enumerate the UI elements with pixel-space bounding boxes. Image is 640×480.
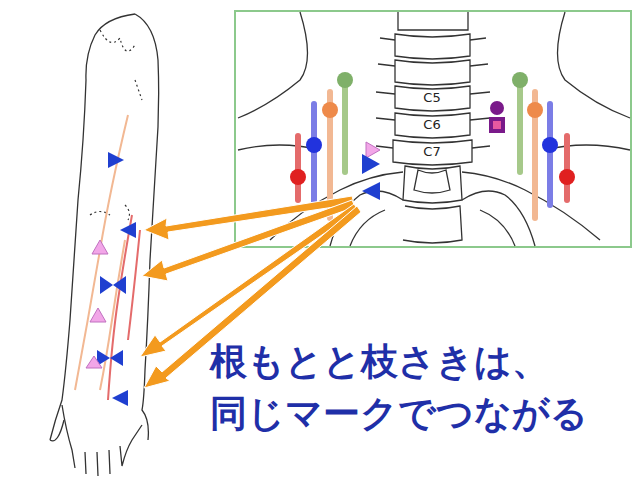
vertebra-label: C6 <box>423 117 440 132</box>
branch-markers <box>86 152 136 406</box>
arm-landmarks <box>90 30 142 220</box>
arm-outline <box>50 14 159 476</box>
message-text: 同じマークでつながる <box>210 394 588 435</box>
segment-bars <box>298 80 567 218</box>
vertebra-label: C5 <box>423 90 440 105</box>
message-text: 根もとと枝さきは、 <box>210 342 549 383</box>
root-markers <box>362 142 380 200</box>
vertebra-label: C7 <box>423 144 440 159</box>
nerve-lines <box>75 115 140 400</box>
segment-dots <box>290 72 575 185</box>
